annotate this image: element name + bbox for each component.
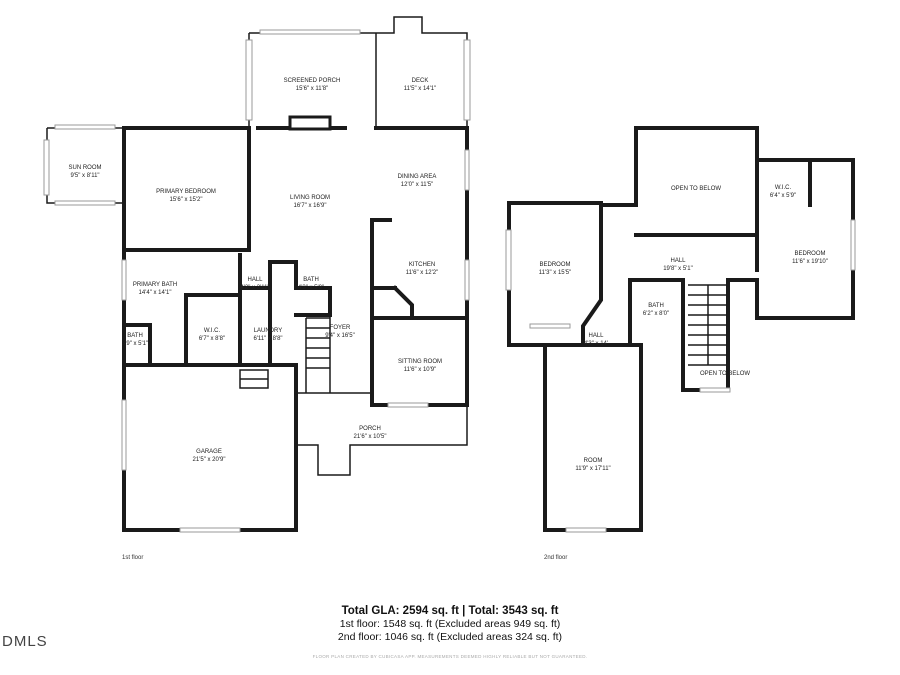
room-name: SUN ROOM (69, 165, 102, 171)
room-name: FOYER (330, 325, 351, 331)
room-dimensions: 11'5" x 14'1" (404, 86, 436, 92)
room-dimensions: 11'6" x 10'9" (404, 367, 436, 373)
room-name: BATH (303, 277, 319, 283)
room-name: KITCHEN (409, 262, 435, 268)
room-dimensions: 11'9" x 17'11" (575, 466, 610, 472)
room-dimensions: 15'6" x 11'8" (296, 86, 328, 92)
first-floor-area: 1st floor: 1548 sq. ft (Excluded areas 9… (339, 618, 561, 630)
room-dimensions: 6'7" x 8'8" (199, 336, 225, 342)
room-name: PORCH (359, 426, 381, 432)
room-dimensions: 11'6" x 12'2" (406, 270, 438, 276)
room-name: W.I.C. (775, 185, 792, 191)
room-dimensions: 4'3" x 5'9" (298, 285, 324, 291)
room-dimensions: 15'6" x 15'2" (170, 197, 203, 203)
room-dimensions: 9'4" x 16'5" (325, 333, 355, 339)
room-name: BEDROOM (794, 251, 825, 257)
room-dimensions: 6'2" x 8'0" (643, 311, 669, 317)
room-name: BATH (648, 303, 664, 309)
area-summary: Total GLA: 2594 sq. ft | Total: 3543 sq.… (0, 604, 900, 644)
room-name: GARAGE (196, 449, 222, 455)
room-dimensions: 4'2" x 3'11" (240, 285, 269, 291)
room-name: LAUNDRY (254, 328, 283, 334)
room-name: LIVING ROOM (290, 195, 330, 201)
room-name: BATH (127, 333, 143, 339)
room-dimensions: 14'4" x 14'1" (139, 290, 172, 296)
room-dimensions: 9'5" x 8'11" (70, 173, 99, 179)
room-name: W.I.C. (204, 328, 221, 334)
room-dimensions: 12'0" x 11'5" (401, 182, 433, 188)
room-name: DECK (412, 78, 429, 84)
watermark-logo: DMLS (2, 633, 48, 650)
room-name: PRIMARY BEDROOM (156, 189, 216, 195)
room-dimensions: 6'4" x 5'9" (770, 193, 796, 199)
room-name: HALL (247, 277, 263, 283)
room-name: SITTING ROOM (398, 359, 442, 365)
room-name: BEDROOM (539, 262, 570, 268)
floor-plan-drawing: SCREENED PORCH 15'6" x 11'8" DECK 11'5" … (43, 16, 856, 533)
room-labels: SCREENED PORCH 15'6" x 11'8" DECK 11'5" … (69, 78, 828, 472)
second-floor-area: 2nd floor: 1046 sq. ft (Excluded areas 3… (337, 631, 563, 643)
room-dimensions: 11'3" x 15'5" (539, 270, 571, 276)
room-name: HALL (670, 258, 686, 264)
room-dimensions: 16'7" x 16'9" (294, 203, 327, 209)
room-dimensions: 21'5" x 20'9" (193, 457, 226, 463)
room-name: PRIMARY BATH (133, 282, 177, 288)
room-dimensions: 4'3" x 14' (584, 341, 608, 347)
room-dimensions: 11'6" x 19'10" (792, 259, 828, 265)
room-dimensions: 6'11" x 8'8" (253, 336, 282, 342)
room-name: OPEN TO BELOW (671, 186, 721, 192)
first-floor-label: 1st floor (122, 555, 144, 561)
total-area: Total GLA: 2594 sq. ft | Total: 3543 sq.… (341, 605, 559, 617)
room-name: DINING AREA (398, 174, 437, 180)
room-dimensions: 21'6" x 10'5" (354, 434, 387, 440)
disclaimer: FLOOR PLAN CREATED BY CUBICASA APP. MEAS… (312, 654, 588, 659)
second-floor-label: 2nd floor (544, 555, 568, 561)
second-floor-plan (505, 126, 856, 533)
first-floor-plan (43, 16, 471, 533)
room-name: ROOM (584, 458, 603, 464)
room-dimensions: 19'8" x 5'1" (663, 266, 693, 272)
room-dimensions: 3'9" x 5'1" (122, 341, 148, 347)
room-name: OPEN TO BELOW (700, 371, 750, 377)
room-name: HALL (588, 333, 604, 339)
room-name: SCREENED PORCH (284, 78, 341, 84)
